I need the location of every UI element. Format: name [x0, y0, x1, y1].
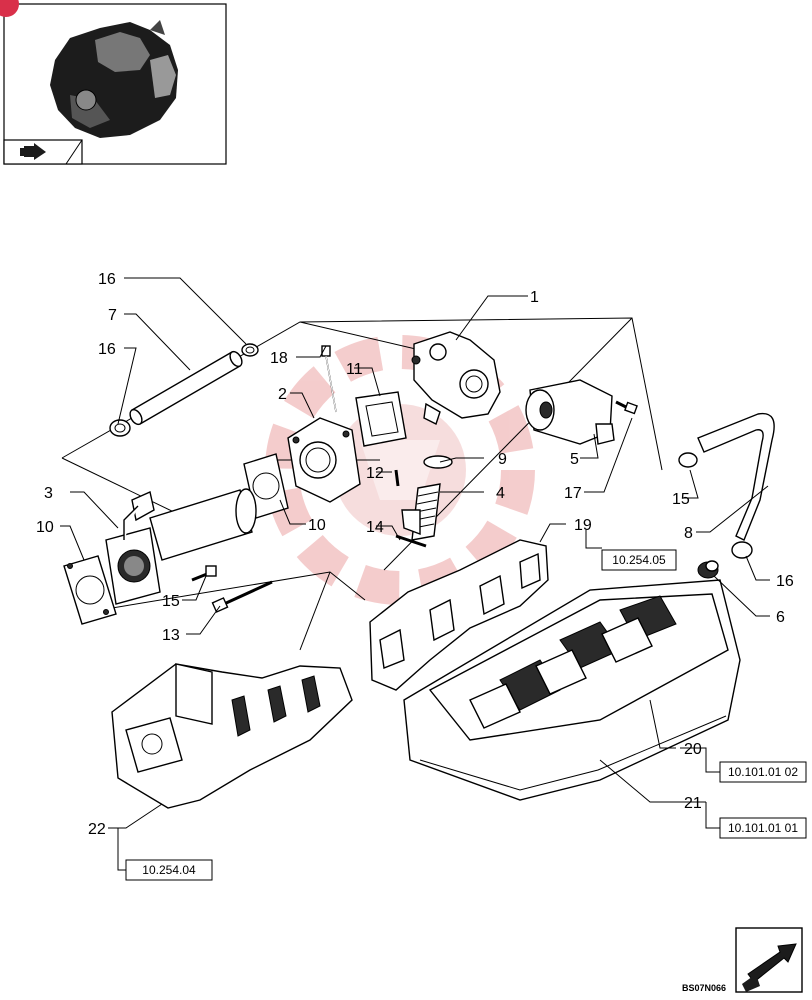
part-15-clamp-right [678, 452, 698, 468]
part-22-intake-manifold [111, 663, 353, 809]
part-14-gasket [395, 534, 427, 548]
part-6-fitting [697, 560, 719, 579]
back-arrow-icon[interactable] [20, 143, 46, 160]
reference-box-10-101-01-01[interactable]: 10.101.01 01 [719, 817, 807, 839]
svg-text:10.254.04: 10.254.04 [142, 863, 196, 877]
drawing-code: BS07N066 [682, 983, 726, 993]
part-9-clamp [423, 455, 453, 469]
part-11-gasket [355, 391, 407, 447]
part-3-egr-cooler [105, 488, 257, 605]
callout-labels: 16 7 16 18 11 1 2 12 9 5 17 3 10 10 4 14… [36, 271, 794, 838]
svg-text:10.101.01 01: 10.101.01 01 [728, 821, 798, 835]
callout-15-right: 15 [672, 491, 690, 508]
overview-thumbnail[interactable] [3, 3, 227, 165]
part-5-actuator [525, 379, 615, 445]
page-badge [0, 0, 19, 17]
callout-13: 13 [162, 627, 180, 644]
callout-19: 19 [574, 517, 592, 534]
callout-1: 1 [530, 289, 539, 306]
callout-16-top: 16 [98, 271, 116, 288]
callout-15-left: 15 [162, 593, 180, 610]
part-13-long-bolt [211, 580, 273, 613]
callout-16-right: 16 [776, 573, 794, 590]
engine-overview-icon [50, 20, 178, 138]
part-10-gasket-left [63, 555, 117, 625]
callout-20: 20 [684, 741, 702, 758]
part-17-bolt [615, 400, 638, 415]
callout-18: 18 [270, 350, 288, 367]
part-15-bolt-left [191, 565, 217, 582]
part-16-clamp-right [731, 541, 753, 559]
callout-16-left: 16 [98, 341, 116, 358]
svg-text:10.101.01 02: 10.101.01 02 [728, 765, 798, 779]
callout-8: 8 [684, 525, 693, 542]
callout-14: 14 [366, 519, 384, 536]
reference-box-10-101-01-02[interactable]: 10.101.01 02 [719, 761, 807, 783]
svg-text:10.254.05: 10.254.05 [612, 553, 666, 567]
part-4-flex-pipe [401, 483, 441, 541]
part-1-valve-body [411, 331, 501, 425]
callout-4: 4 [496, 485, 505, 502]
callout-10-right: 10 [308, 517, 326, 534]
callout-11: 11 [346, 361, 363, 378]
callout-10-left: 10 [36, 519, 54, 536]
callout-5: 5 [570, 451, 579, 468]
callout-22: 22 [88, 821, 106, 838]
next-arrow-icon[interactable] [735, 927, 803, 993]
callout-3: 3 [44, 485, 53, 502]
part-19-exhaust-manifold [369, 539, 549, 691]
callout-12: 12 [366, 465, 384, 482]
callout-9: 9 [498, 451, 507, 468]
callout-2: 2 [278, 386, 287, 403]
part-16-clamp-left [109, 419, 131, 437]
reference-box-10-254-05[interactable]: 10.254.05 [601, 549, 677, 571]
part-7-tube [129, 350, 243, 426]
callout-7: 7 [108, 307, 117, 324]
part-8-hose [697, 412, 775, 541]
part-21-cylinder-head [403, 579, 741, 801]
callout-leaders [60, 277, 770, 871]
part-2-flange [287, 417, 361, 503]
reference-box-10-254-04[interactable]: 10.254.04 [125, 859, 213, 881]
part-16-clamp-top [241, 343, 259, 357]
callout-17: 17 [564, 485, 582, 502]
callout-21: 21 [684, 795, 702, 812]
callout-6: 6 [776, 609, 785, 626]
part-12-screw [394, 469, 400, 487]
